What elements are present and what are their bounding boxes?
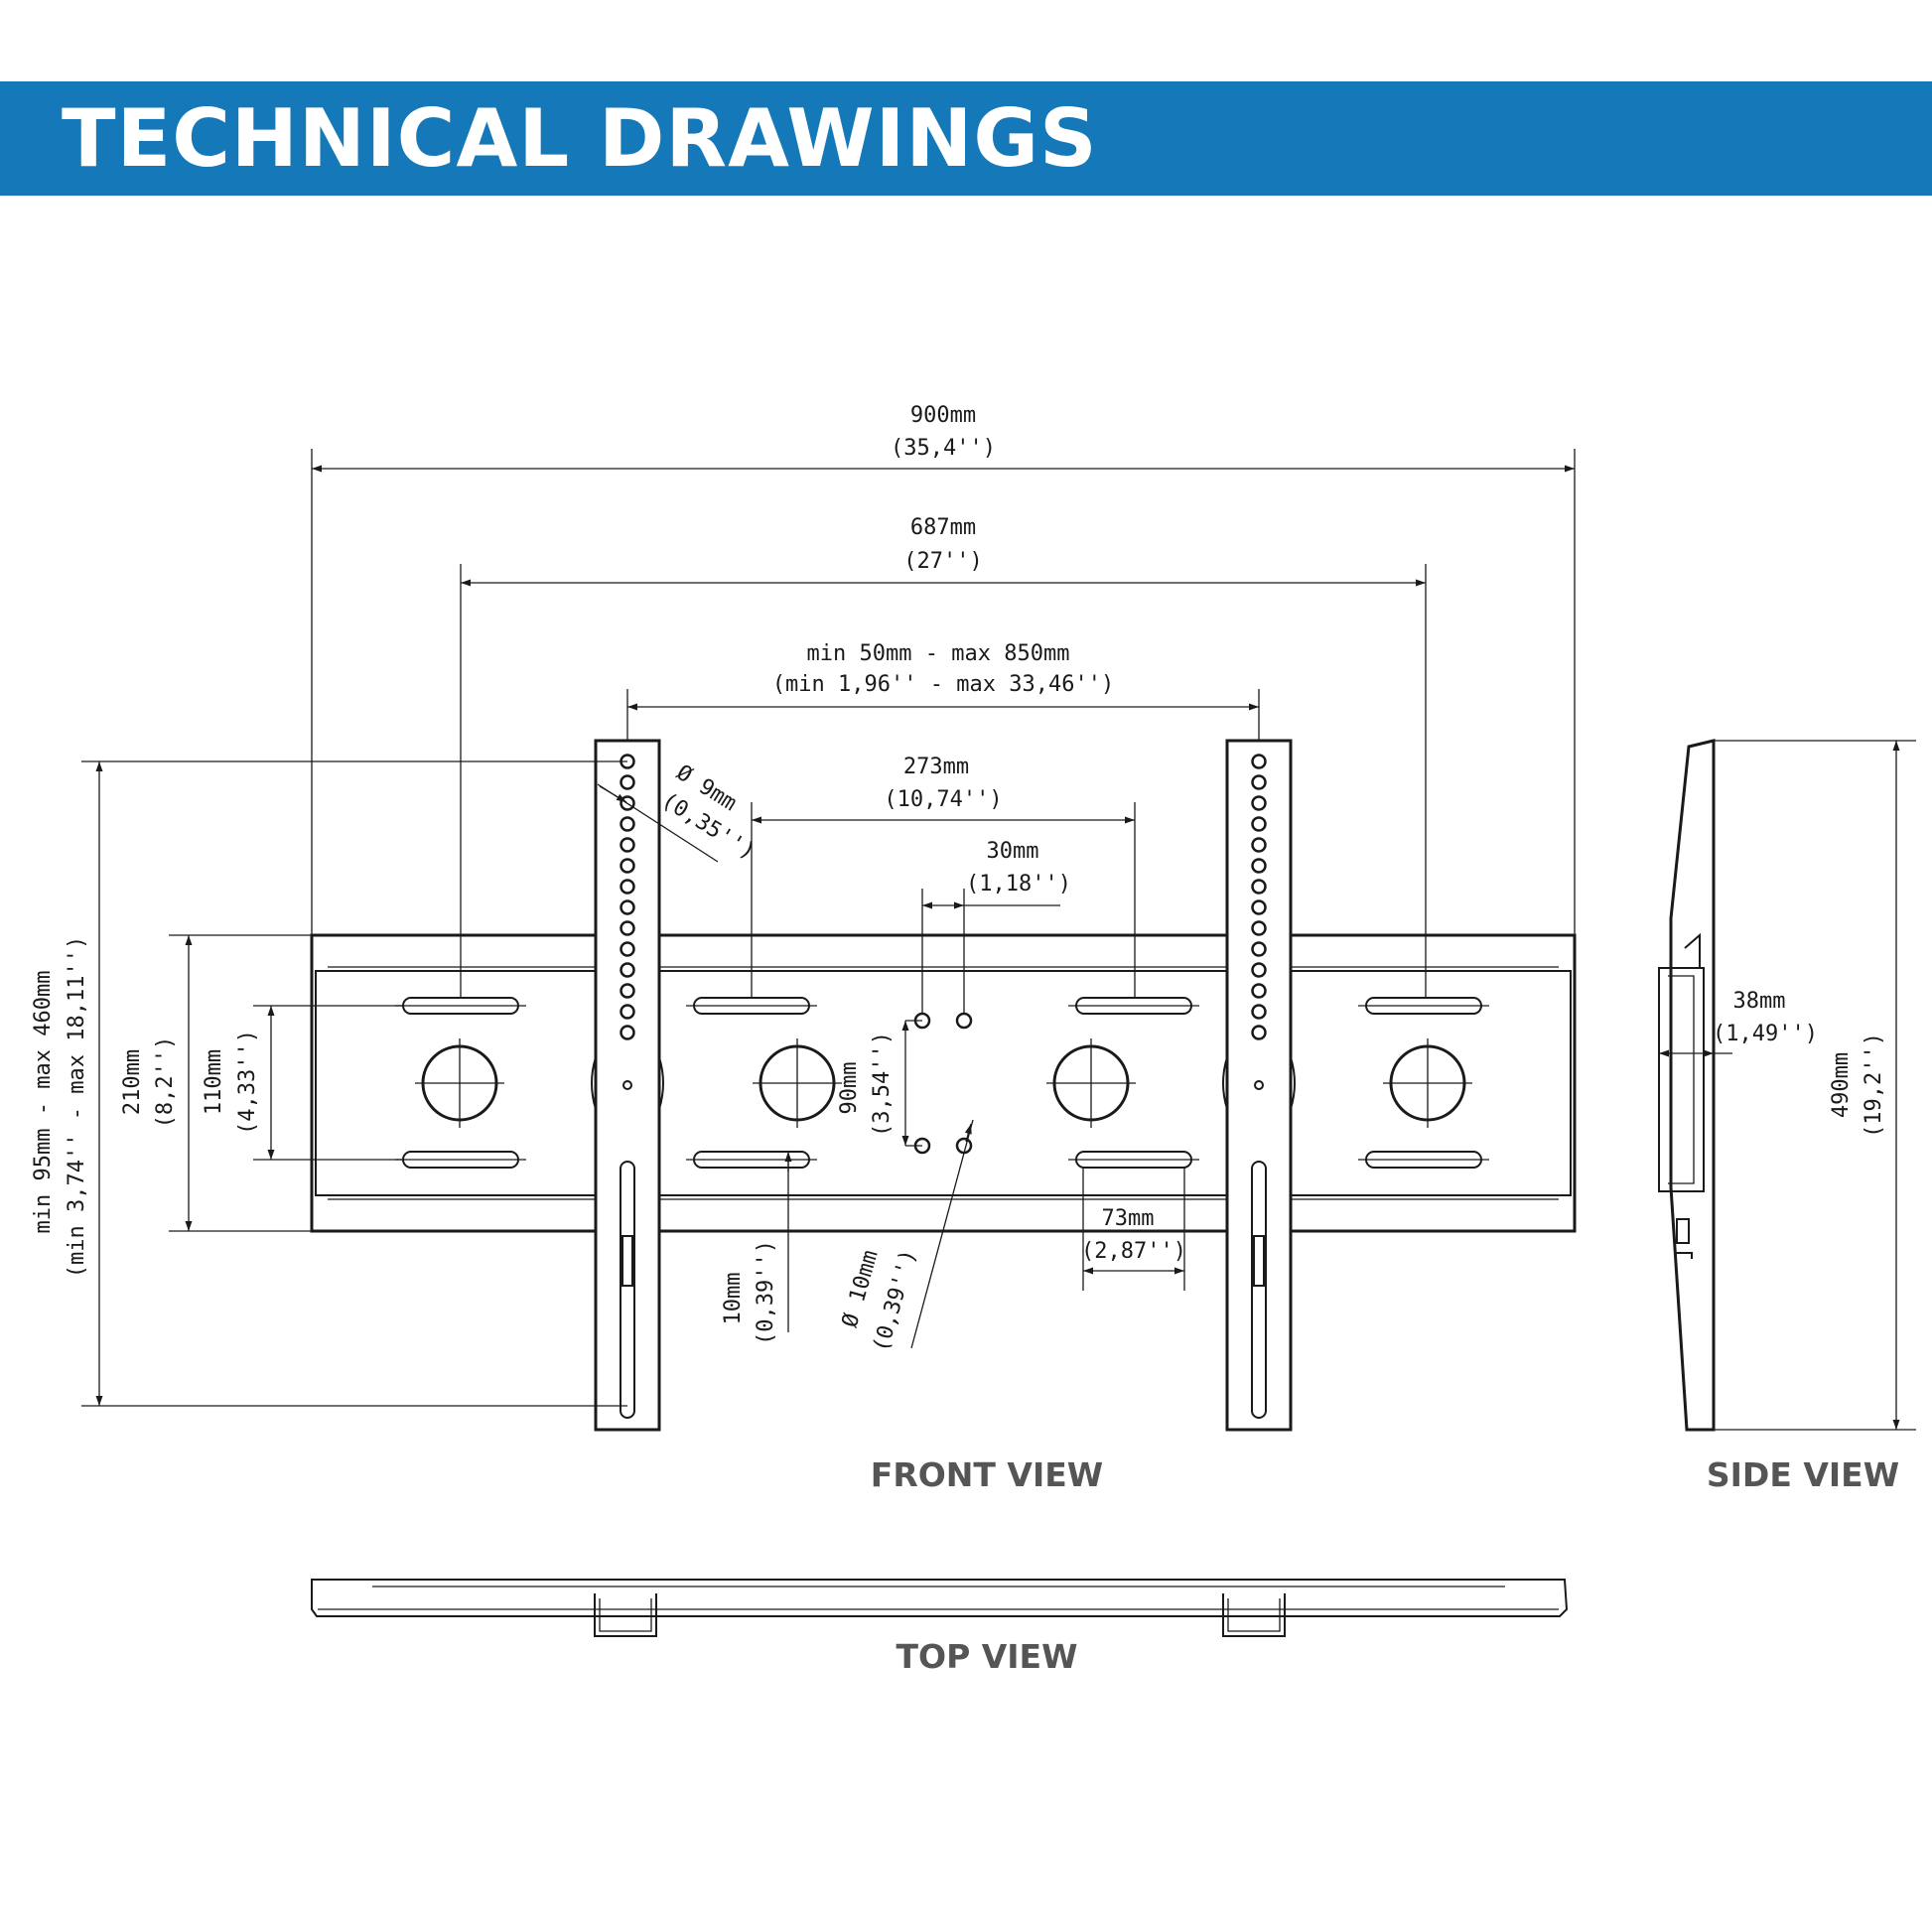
rail-hole	[1251, 816, 1267, 832]
rail-hole	[620, 962, 635, 978]
rail-hole	[1251, 837, 1267, 853]
dim-38-mm: 38mm	[1733, 989, 1786, 1014]
front-view-label: FRONT VIEW	[871, 1455, 1103, 1494]
dim-490-in: (19,2'')	[1862, 1033, 1886, 1138]
top-view: TOP VIEW	[311, 1579, 1569, 1676]
right-vertical-rail	[1222, 739, 1296, 1432]
rail-hole	[1251, 858, 1267, 874]
rail-hole	[620, 920, 635, 936]
rail-hole	[1251, 1004, 1267, 1020]
title-banner	[0, 81, 1932, 196]
rail-hole	[1251, 941, 1267, 957]
dim-90-mm: 90mm	[837, 1062, 862, 1115]
dim-90-in: (3,54'')	[870, 1032, 895, 1137]
rail-hole	[1251, 795, 1267, 811]
dim-hrange-mm: min 95mm - max 460mm	[31, 971, 56, 1234]
rail-hole	[1251, 1025, 1267, 1040]
rail-hole	[620, 899, 635, 915]
rail-hole	[620, 816, 635, 832]
dim-210-in: (8,2'')	[153, 1036, 178, 1129]
dim-110-mm: 110mm	[202, 1049, 226, 1115]
dim-210-mm: 210mm	[120, 1049, 145, 1115]
rail-hole	[620, 837, 635, 853]
rail-hole	[1251, 983, 1267, 999]
dim-687-in: (27'')	[903, 549, 982, 574]
center-holes	[415, 1038, 1472, 1128]
left-vertical-rail	[591, 739, 664, 1432]
dim-10-in: (0,39'')	[754, 1240, 778, 1345]
dim-900-in: (35,4'')	[891, 436, 996, 461]
top-view-label: TOP VIEW	[897, 1637, 1078, 1676]
dim-110-in: (4,33'')	[235, 1030, 260, 1135]
dim-73-in: (2,87'')	[1081, 1239, 1186, 1264]
small-holes	[913, 1012, 973, 1155]
dim-range-in: (min 1,96'' - max 33,46'')	[772, 672, 1114, 697]
dim-hrange-in: (min 3,74'' - max 18,11'')	[65, 936, 89, 1278]
dim-273-in: (10,74'')	[884, 787, 1002, 812]
rail-hole	[1251, 920, 1267, 936]
rail-hole	[1251, 879, 1267, 895]
dim-490-mm: 490mm	[1829, 1052, 1854, 1118]
page-title: TECHNICAL DRAWINGS	[62, 92, 1098, 185]
rail-hole	[620, 983, 635, 999]
rail-hole	[620, 858, 635, 874]
dim-10-mm: 10mm	[721, 1273, 746, 1325]
side-view-label: SIDE VIEW	[1707, 1455, 1899, 1494]
rail-hole	[1251, 962, 1267, 978]
rail-hole	[620, 774, 635, 790]
dim-38-in: (1,49'')	[1713, 1022, 1818, 1046]
dim-73-mm: 73mm	[1102, 1206, 1155, 1231]
dim-30-in: (1,18'')	[966, 872, 1071, 897]
dim-range-mm: min 50mm - max 850mm	[807, 641, 1070, 666]
dim-687-mm: 687mm	[910, 515, 976, 540]
side-view: 38mm (1,49'') 490mm (19,2'') SIDE VIEW	[1658, 739, 1916, 1494]
dim-30-mm: 30mm	[987, 839, 1039, 864]
rail-hole	[620, 1004, 635, 1020]
rail-hole	[1251, 754, 1267, 769]
rail-hole	[1251, 774, 1267, 790]
mounting-slots	[395, 997, 1489, 1169]
rail-hole	[1251, 899, 1267, 915]
rail-hole	[620, 1025, 635, 1040]
rail-hole	[620, 879, 635, 895]
rail-hole	[620, 941, 635, 957]
dim-273-mm: 273mm	[903, 755, 969, 779]
dim-900-mm: 900mm	[910, 403, 976, 428]
front-view: 900mm (35,4'') 687mm (27'') min 50mm - m…	[31, 403, 1577, 1494]
